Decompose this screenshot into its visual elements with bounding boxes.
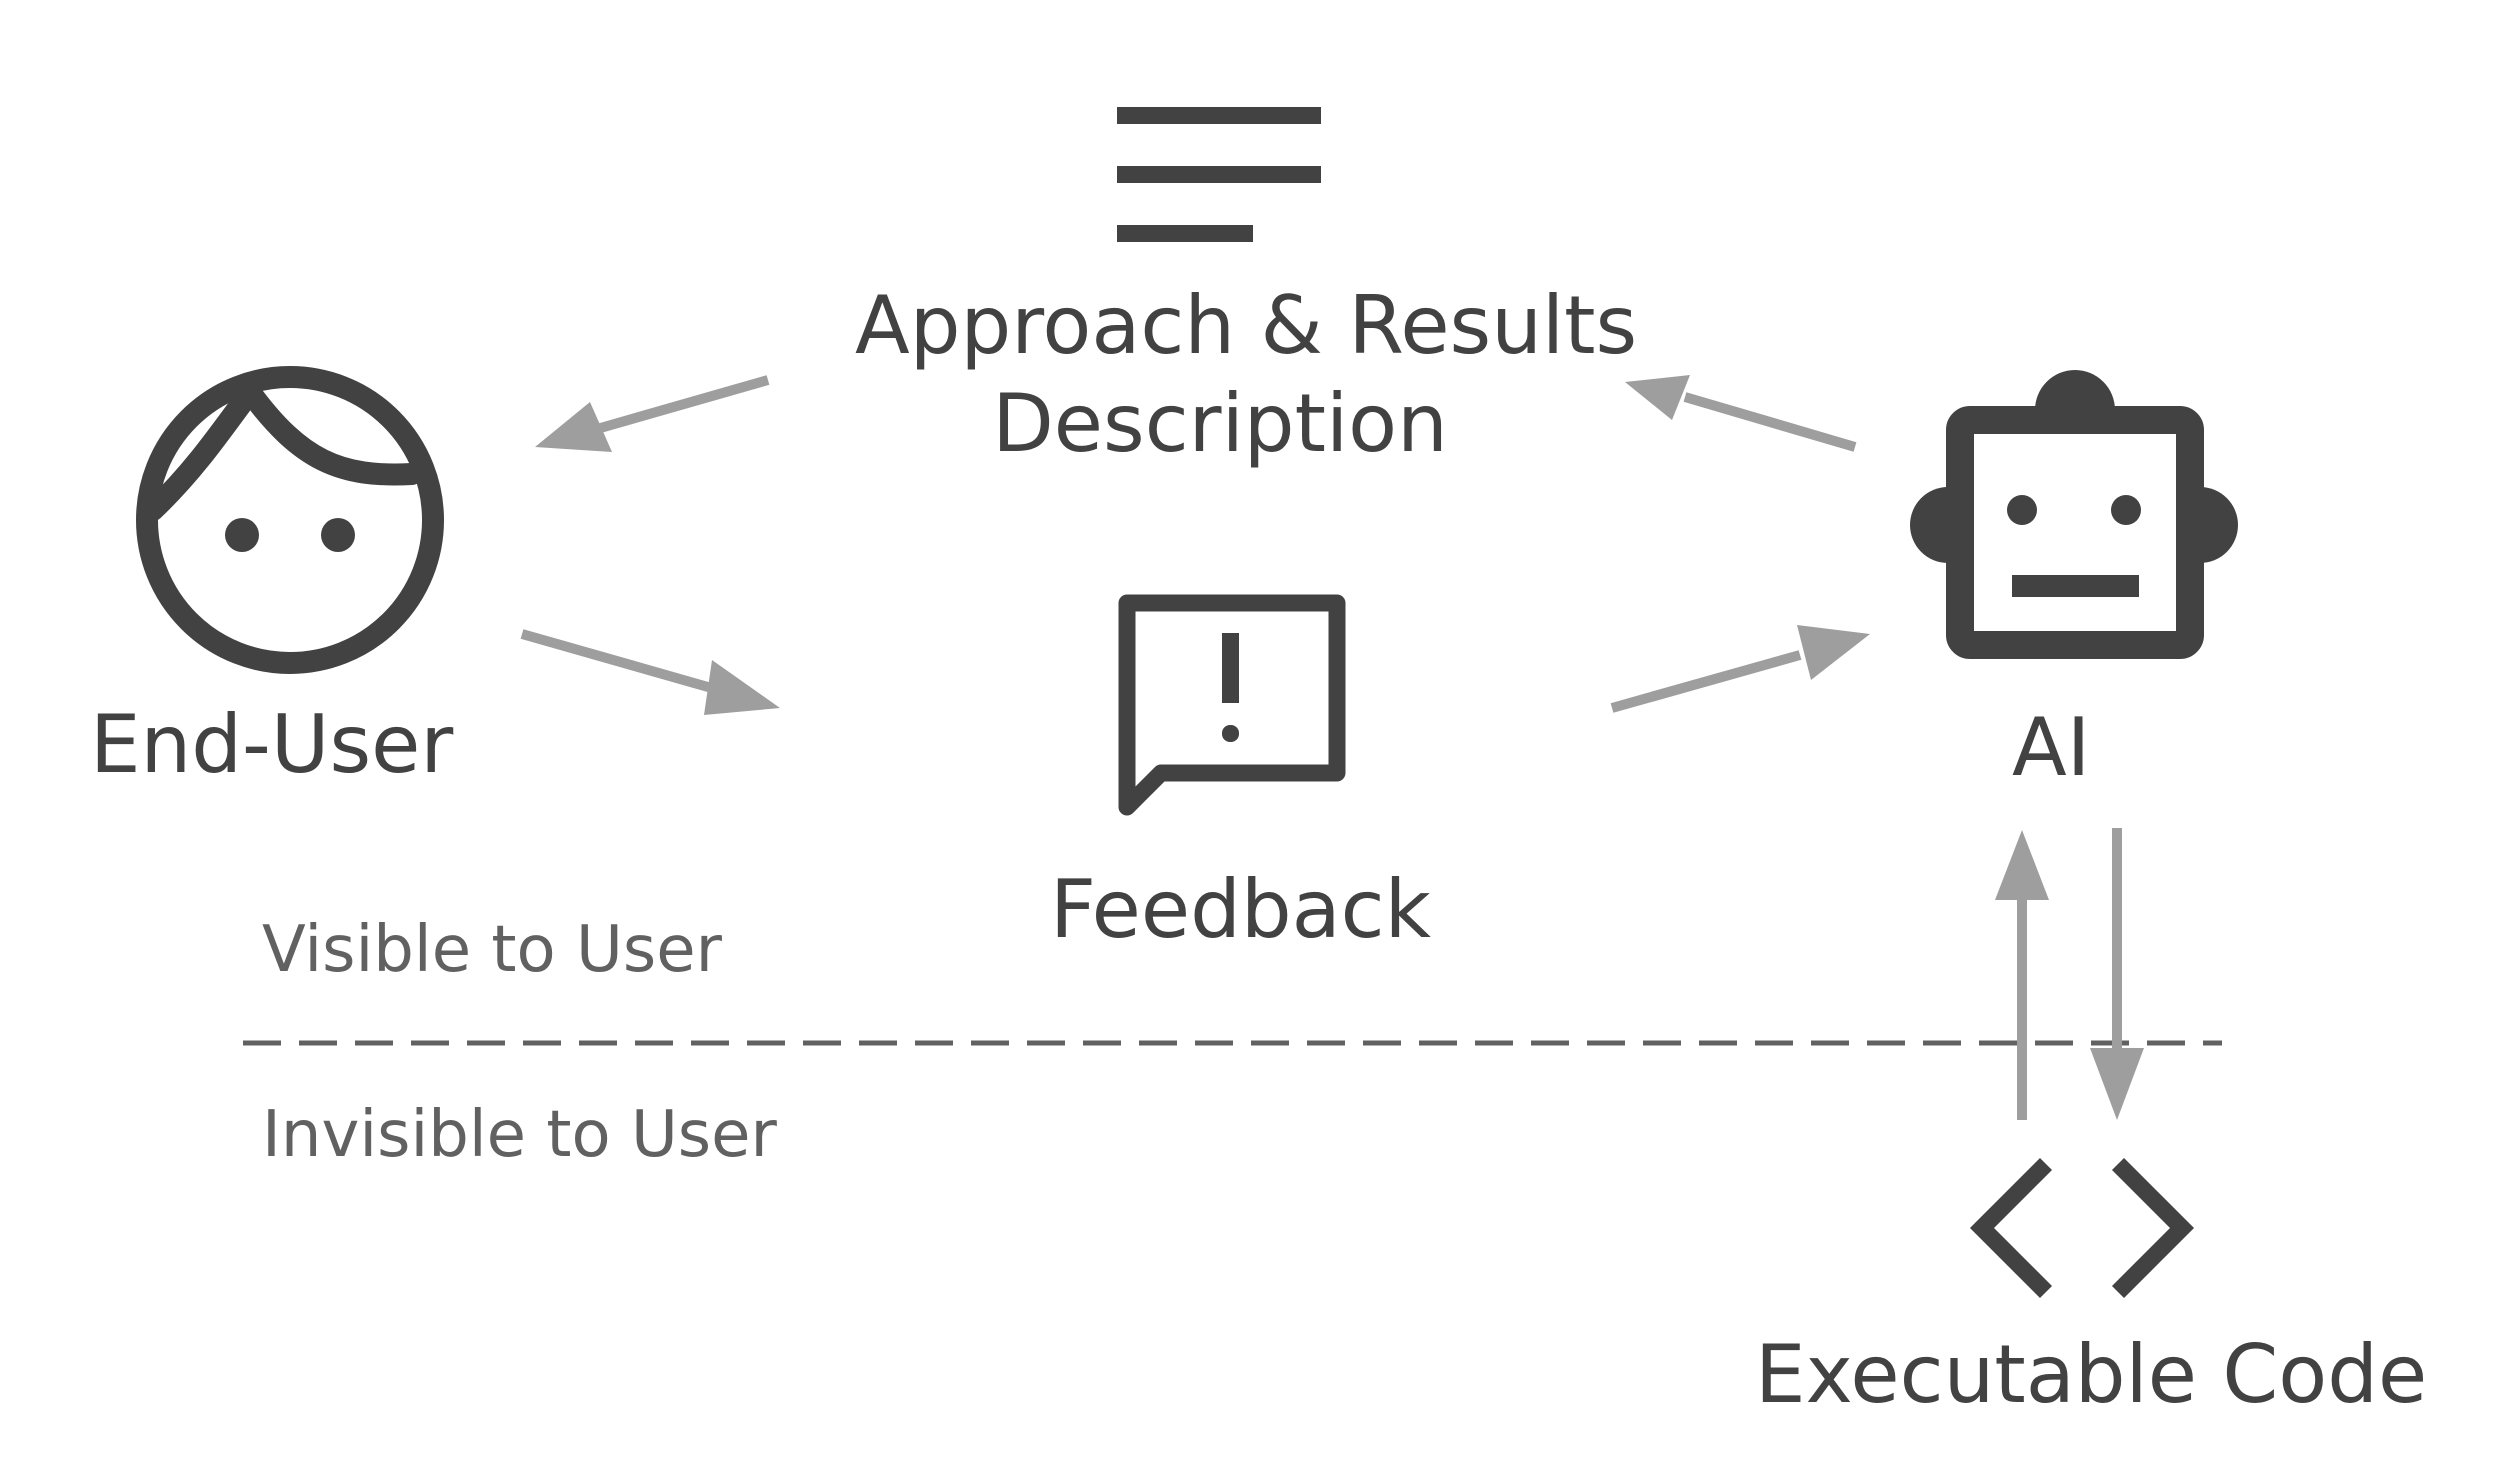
arrow-ai-to-description <box>1683 392 1857 452</box>
visible-zone-label: Visible to User <box>262 913 722 987</box>
arrowhead-to-code <box>2090 1048 2144 1120</box>
invisible-zone-label: Invisible to User <box>262 1098 777 1172</box>
arrow-feedback-to-ai <box>1610 650 1802 713</box>
arrow-description-to-user <box>588 375 770 436</box>
ai-label: AI <box>2012 701 2091 794</box>
robot-icon <box>1910 370 2238 659</box>
arrowhead-to-ai <box>1797 625 1870 680</box>
person-face-icon <box>136 366 444 674</box>
code-brackets-icon <box>1969 1157 2195 1299</box>
executable-code-label: Executable Code <box>1755 1328 2428 1421</box>
arrowhead-to-feedback <box>704 660 780 715</box>
text-lines-icon <box>1117 107 1321 242</box>
description-label-line1: Approach & Results <box>855 279 1638 372</box>
arrowhead-to-description <box>1625 375 1690 420</box>
description-label: Approach & Results Description <box>855 277 1638 473</box>
end-user-label: End-User <box>90 698 454 791</box>
description-label-line2: Description <box>992 377 1448 470</box>
feedback-label: Feedback <box>1050 863 1431 956</box>
feedback-alert-icon <box>1118 594 1346 816</box>
arrowhead-to-ai-up <box>1995 830 2049 900</box>
arrow-user-to-feedback <box>520 629 717 694</box>
arrowhead-to-user <box>535 402 612 452</box>
